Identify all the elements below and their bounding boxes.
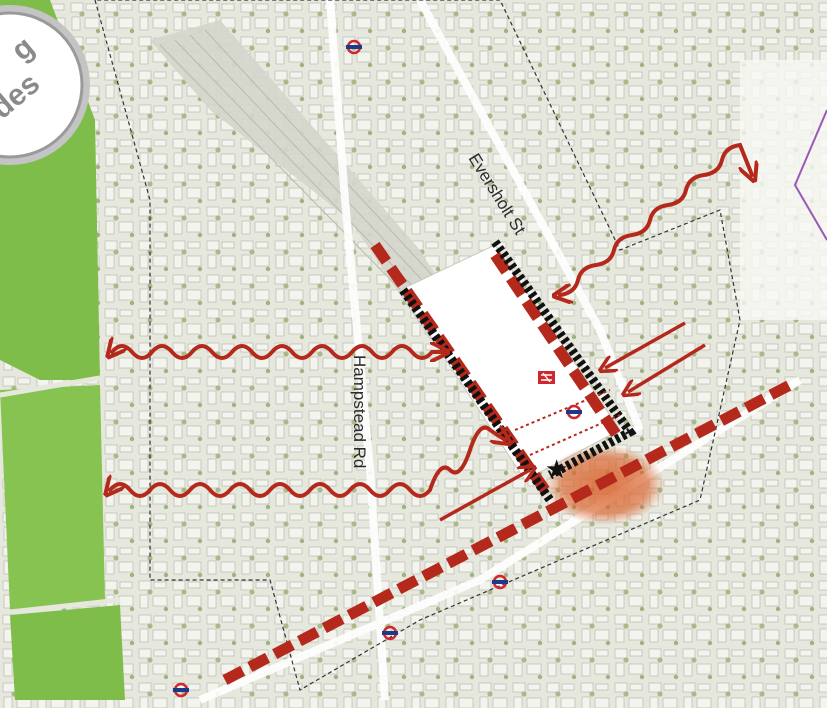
underground-icon xyxy=(173,682,189,698)
corridor-east xyxy=(490,251,625,444)
arrow-east-1 xyxy=(605,321,686,368)
corridor-west xyxy=(370,241,550,494)
callout-bracket xyxy=(793,109,827,241)
park-regents-south xyxy=(0,385,105,610)
label-hampstead-rd: Hampstead Rd xyxy=(350,355,369,468)
link-west-lower xyxy=(110,428,505,497)
arrow-southwest xyxy=(439,470,530,522)
national-rail-icon xyxy=(538,371,555,384)
underground-icon xyxy=(492,574,508,590)
road-hampstead xyxy=(326,0,389,701)
road-euston xyxy=(198,376,803,704)
park-regents-bottom xyxy=(10,605,125,700)
outer-area xyxy=(740,60,827,320)
underground-icon xyxy=(346,39,362,55)
link-northeast xyxy=(560,142,752,295)
link-west-upper xyxy=(112,346,442,358)
star-marker-icon: ★ xyxy=(545,455,568,485)
heading-badge: g des xyxy=(0,5,90,165)
underground-icon xyxy=(382,625,398,641)
underground-icon xyxy=(566,404,582,420)
arrow-east-2 xyxy=(628,343,706,392)
station-building xyxy=(399,244,621,481)
corridor-euston-road xyxy=(222,380,793,685)
